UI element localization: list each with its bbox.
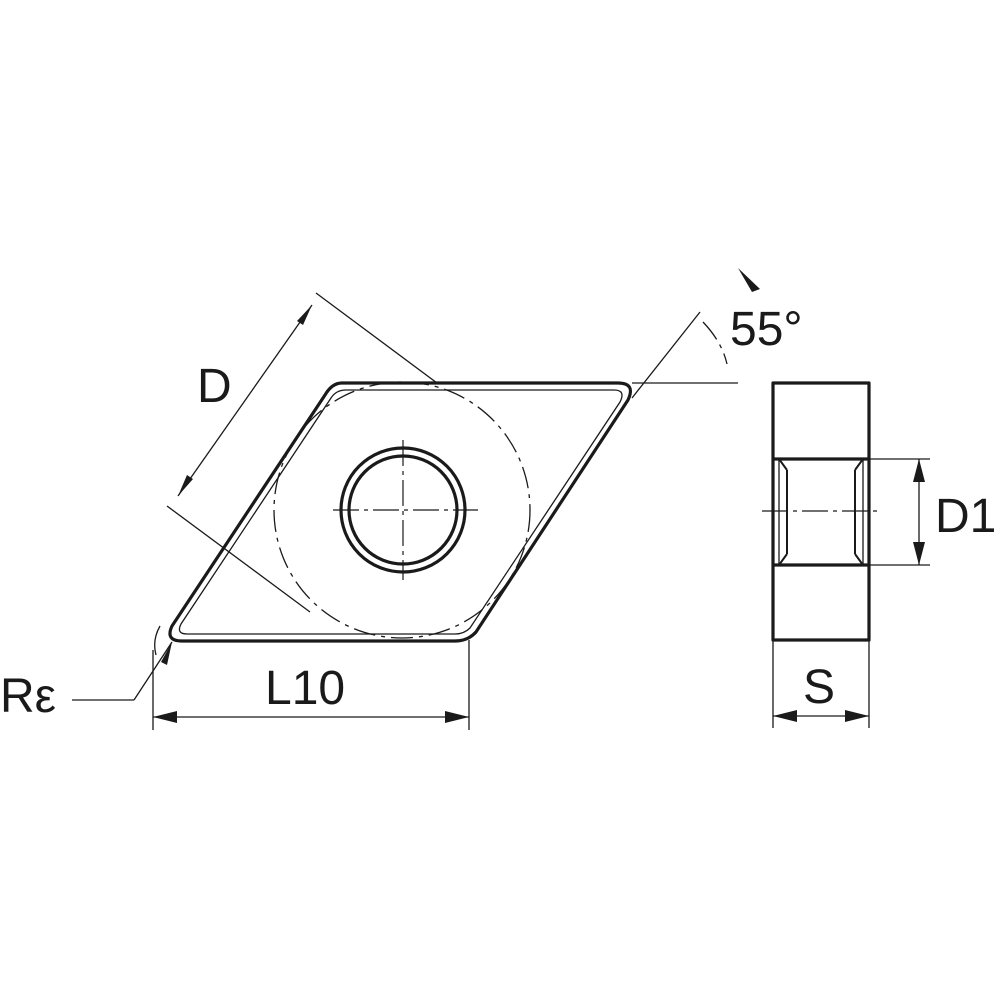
angle-arrow: [738, 268, 760, 292]
label-r-epsilon: Rε: [0, 670, 56, 723]
d-arrow-bottom: [178, 475, 193, 496]
d-extension-line-top: [315, 292, 438, 384]
inscribed-circle: [273, 381, 531, 639]
angle-reference-edge: [631, 311, 701, 399]
side-hole-chamfer-top: [778, 458, 788, 471]
label-d1: D1: [935, 490, 996, 543]
label-d: D: [197, 360, 232, 413]
label-angle: 55°: [730, 303, 803, 356]
side-hole-chamfer-bottom-right: [854, 553, 864, 566]
r-epsilon-arrow: [161, 642, 172, 665]
label-s: S: [803, 661, 835, 714]
insert-outline: [168, 381, 632, 643]
l10-arrow-right: [445, 711, 469, 723]
d1-arrow-top: [913, 459, 925, 482]
d-dimension-line: [177, 304, 313, 497]
d-arrow-top: [297, 305, 312, 325]
r-epsilon-corner-tick: [154, 625, 161, 656]
side-hole-chamfer-bottom: [778, 553, 788, 566]
side-hole-chamfer-top-right: [854, 458, 864, 471]
s-arrow-right: [845, 710, 869, 722]
insert-side-view: [762, 381, 930, 728]
l10-arrow-left: [153, 711, 177, 723]
insert-inner-edge: [178, 389, 623, 635]
d1-arrow-bottom: [913, 542, 925, 565]
s-arrow-left: [773, 710, 797, 722]
r-epsilon-leader-diagonal: [133, 641, 173, 701]
d-extension-line-bottom: [166, 505, 311, 613]
label-l10: L10: [265, 662, 345, 715]
angle-arc: [702, 321, 728, 365]
insert-top-view: [72, 268, 760, 730]
